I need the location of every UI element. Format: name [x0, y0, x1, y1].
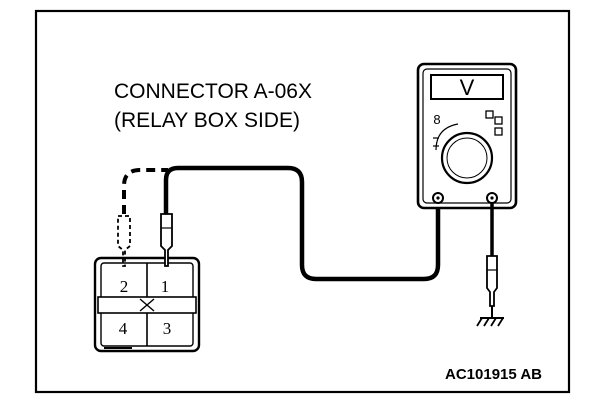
multimeter-button-1 — [485, 110, 494, 119]
ground-icon — [476, 306, 504, 327]
probe-body-pin-1 — [160, 213, 173, 267]
connector-pin-3-label: 3 — [163, 319, 172, 338]
multimeter-selector-dial-inner — [446, 137, 488, 179]
multimeter-case-inner — [422, 68, 512, 204]
multimeter-button-3 — [494, 127, 503, 136]
multimeter-display — [430, 74, 504, 100]
multimeter-jack-com-center — [436, 196, 440, 200]
ground-hatch-3 — [490, 317, 497, 327]
voltmeter-icon: V 8 — [416, 62, 518, 210]
ground-hatch-4 — [497, 317, 504, 327]
multimeter-jack-v-center — [490, 196, 494, 200]
dashed-probe-pin-2 — [117, 215, 131, 267]
connector-caption-line1: CONNECTOR A-06X — [114, 80, 312, 103]
multimeter-display-symbol: V — [460, 75, 475, 100]
ground-probe — [486, 203, 498, 307]
multimeter-button-2 — [494, 116, 503, 125]
test-probe-icon — [117, 168, 168, 267]
connector-caption-line2: (RELAY BOX SIDE) — [114, 109, 300, 132]
figure-code: AC101915 AB — [445, 366, 542, 383]
ground-hatch-2 — [483, 317, 490, 327]
connector-icon: 1 2 3 4 — [93, 256, 201, 353]
test-probe-pin-1 — [160, 165, 441, 282]
connector-pin-4-label: 4 — [119, 319, 128, 338]
figure-frame — [34, 9, 571, 394]
connector-pin-1-label: 1 — [161, 277, 170, 296]
connector-x-mark-2 — [139, 298, 155, 312]
lead-pin-1-to-meter — [163, 165, 441, 282]
dashed-lead-pin-2 — [122, 168, 168, 214]
ground-hatch-1 — [476, 317, 483, 327]
multimeter-mode-label: 8 — [433, 112, 440, 127]
probe-body-ground — [486, 255, 498, 307]
connector-pin-2-label: 2 — [120, 277, 129, 296]
multimeter-selector-dial — [440, 131, 494, 185]
